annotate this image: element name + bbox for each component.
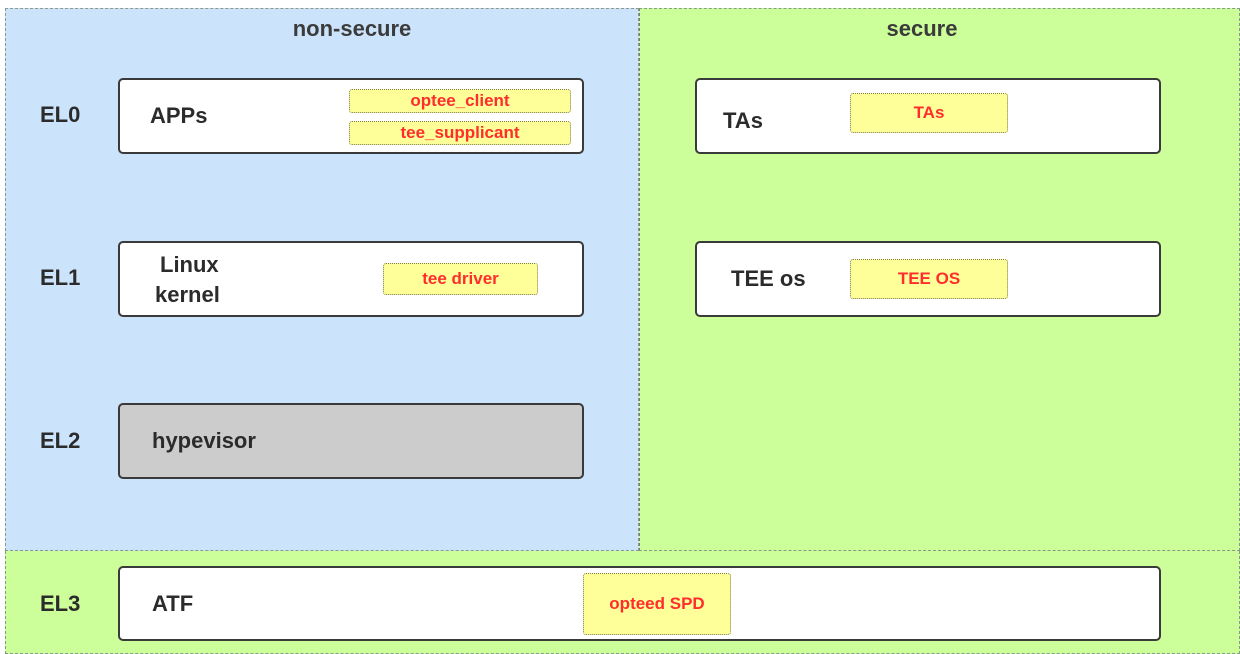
linux-kernel-label-line1: Linux (160, 252, 219, 277)
optee-client-tag: optee_client (349, 89, 571, 113)
atf-label: ATF (152, 591, 194, 616)
el3-label: EL3 (40, 591, 81, 616)
hypervisor-box (118, 403, 584, 479)
linux-kernel-label-line2: kernel (155, 282, 220, 307)
hypervisor-label: hypevisor (152, 428, 256, 453)
apps-label: APPs (150, 103, 208, 128)
tee-os-label: TEE os (731, 266, 806, 291)
el1-label: EL1 (40, 265, 81, 290)
tee-os-tag: TEE OS (850, 259, 1008, 299)
secure-title: secure (886, 16, 958, 41)
non-secure-title: non-secure (292, 16, 412, 41)
el0-label: EL0 (40, 102, 81, 127)
tas-tag: TAs (850, 93, 1008, 133)
tee-driver-tag: tee driver (383, 263, 538, 295)
tas-label: TAs (723, 108, 763, 133)
tee-supplicant-tag: tee_supplicant (349, 121, 571, 145)
opteed-spd-tag: opteed SPD (583, 573, 731, 635)
el2-label: EL2 (40, 428, 81, 453)
